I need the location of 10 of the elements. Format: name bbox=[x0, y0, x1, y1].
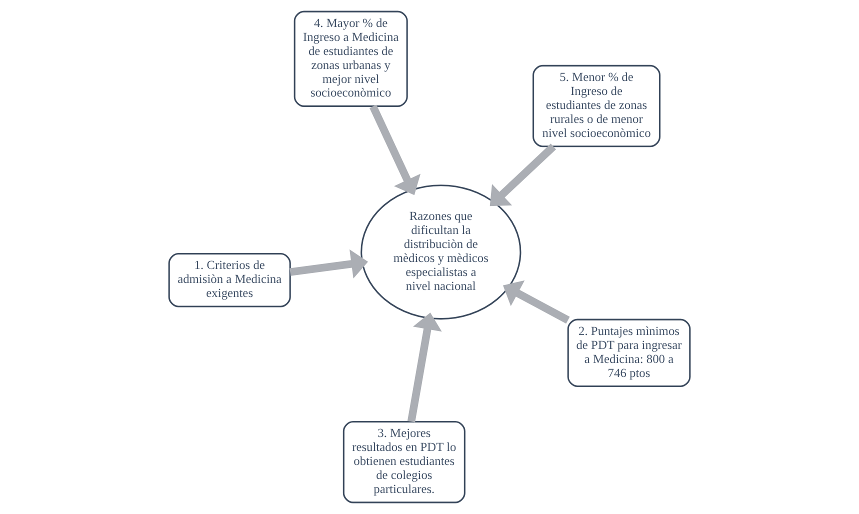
node-box: 1. Criterios de admisiòn a Medicina exigentes bbox=[168, 252, 291, 308]
arrow bbox=[503, 280, 570, 324]
node-box: 2. Puntajes mìnimos de PDT para ingresar a Medicina: 800 a 746 ptos bbox=[567, 318, 691, 388]
node-box: 5. Menor % de Ingreso de estudiantes de zonas rurales o de menor nivel socioeconòmico bbox=[532, 64, 660, 148]
node-box: 3. Mejores resultados en PDT lo obtienen estudiantes de colegios particulares. bbox=[342, 421, 466, 504]
arrow bbox=[290, 249, 368, 278]
arrow bbox=[369, 104, 421, 196]
arrow bbox=[490, 144, 556, 206]
arrow bbox=[407, 312, 442, 422]
node-box: 4. Mayor % de Ingreso a Medicina de estudiantes de zonas urbanas y mejor nivel socioeconòmico bbox=[294, 10, 408, 107]
